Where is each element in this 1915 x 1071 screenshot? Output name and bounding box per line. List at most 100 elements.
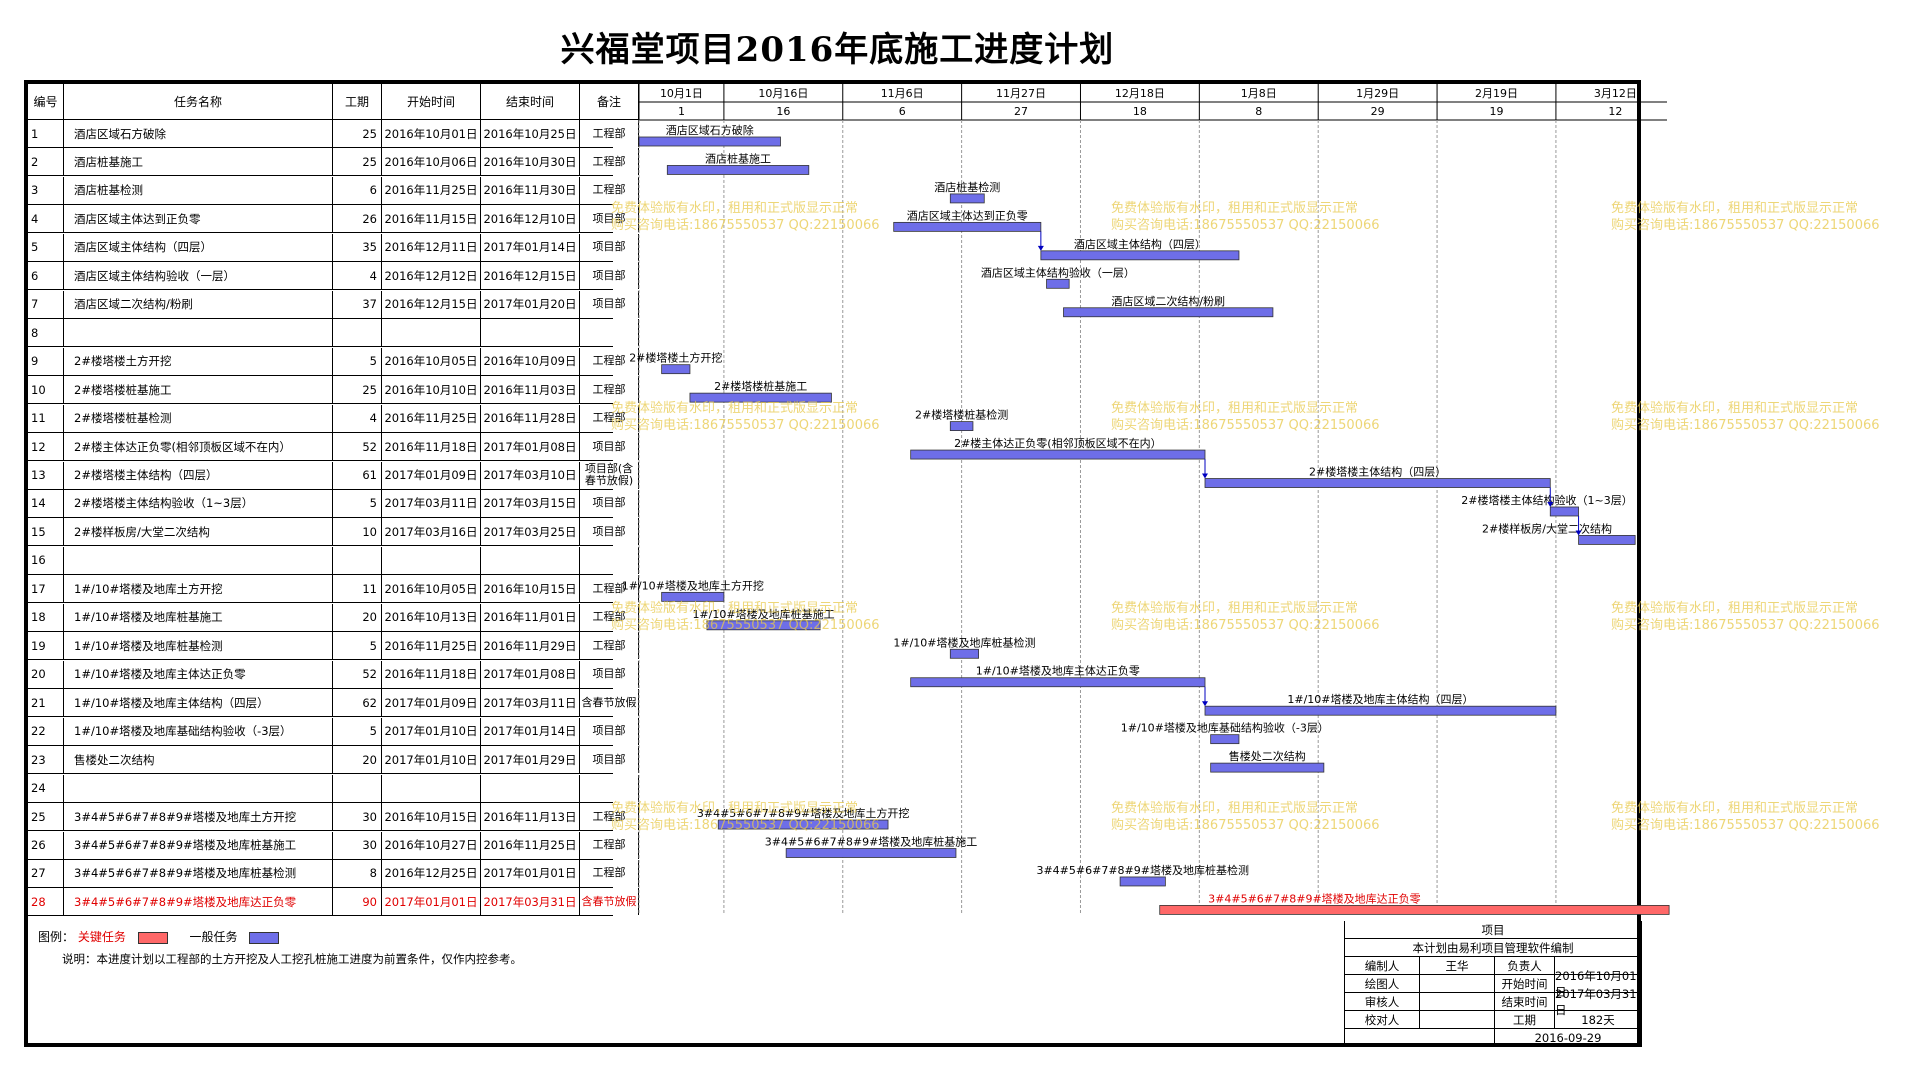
task-name: 酒店区域主体结构验收（一层）: [64, 262, 333, 290]
task-note: 工程部: [580, 803, 639, 831]
task-start: 2016年12月12日: [382, 262, 481, 290]
task-start: 2016年11月15日: [382, 205, 481, 233]
task-end: 2017年01月08日: [481, 660, 580, 688]
task-id: 10: [28, 376, 64, 404]
task-duration: 5: [333, 489, 382, 517]
task-note: 工程部: [580, 632, 639, 660]
task-start: 2016年10月27日: [382, 831, 481, 859]
task-duration: 25: [333, 120, 382, 147]
task-start: [382, 774, 481, 802]
task-bar-label: 售楼处二次结构: [1229, 749, 1306, 763]
task-bar-label: 2#楼塔楼桩基施工: [714, 379, 807, 393]
task-duration: 26: [333, 205, 382, 233]
info-checker-label: 校对人: [1345, 1011, 1420, 1029]
task-note: 项目部: [580, 290, 639, 318]
task-bar: [1040, 250, 1240, 261]
task-end: 2017年01月01日: [481, 859, 580, 887]
task-end: 2017年03月10日: [481, 461, 580, 489]
task-bar: [910, 677, 1206, 688]
task-id: 21: [28, 689, 64, 717]
table-row[interactable]: 16: [28, 546, 639, 575]
timescale-bottom-label: 29: [1371, 105, 1385, 118]
header-duration: 工期: [333, 84, 382, 120]
timescale-top-label: 10月1日: [660, 87, 703, 100]
task-bar-label: 1#/10#塔楼及地库主体结构（四层）: [1287, 692, 1473, 706]
timescale-top-label: 3月12日: [1594, 87, 1637, 100]
task-duration: 30: [333, 803, 382, 831]
task-id: 18: [28, 603, 64, 631]
task-note: [580, 774, 639, 802]
task-note: [580, 319, 639, 347]
task-id: 28: [28, 888, 64, 916]
task-name: 2#楼塔楼桩基检测: [64, 404, 333, 432]
legend-prefix: 图例：: [38, 930, 75, 944]
task-name: 2#楼主体达正负零(相邻顶板区域不在内）: [64, 433, 333, 461]
task-bar-label: 酒店区域二次结构/粉刷: [1111, 294, 1225, 308]
task-duration: 20: [333, 603, 382, 631]
table-row[interactable]: 8: [28, 319, 639, 348]
schedule-note: 说明：本进度计划以工程部的土方开挖及人工挖孔桩施工进度为前置条件，仅作内控参考。: [62, 952, 522, 966]
timescale-top-label: 12月18日: [1115, 87, 1165, 100]
task-duration: 25: [333, 376, 382, 404]
task-duration: 30: [333, 831, 382, 859]
task-id: 1: [28, 120, 64, 147]
task-start: 2016年11月25日: [382, 176, 481, 204]
task-bar-label: 酒店区域主体结构（四层）: [1074, 237, 1206, 251]
task-note: 工程部: [580, 603, 639, 631]
task-name: [64, 774, 333, 802]
header-id: 编号: [28, 84, 64, 120]
task-bar: [1549, 506, 1579, 517]
dependency-arrow: [1547, 501, 1554, 507]
task-bar: [666, 165, 810, 175]
task-note: [580, 546, 639, 574]
task-name: 酒店桩基施工: [64, 148, 333, 176]
task-duration: 5: [333, 347, 382, 375]
gantt-chart: 10月1日110月16日1611月6日611月27日2712月18日181月8日…: [622, 84, 1670, 915]
task-bar: [717, 819, 889, 830]
task-bar: [661, 364, 691, 375]
task-start: 2016年10月15日: [382, 803, 481, 831]
task-id: 24: [28, 774, 64, 802]
task-note: 工程部: [580, 831, 639, 859]
timescale-top-label: 1月29日: [1356, 87, 1399, 100]
task-start: 2016年11月18日: [382, 660, 481, 688]
info-drawer-label: 绘图人: [1345, 975, 1420, 993]
task-bar: [689, 392, 832, 403]
timescale-top-label: 2月19日: [1475, 87, 1518, 100]
task-end: 2017年01月08日: [481, 433, 580, 461]
info-duration-label: 工期: [1495, 1011, 1555, 1029]
task-start: [382, 546, 481, 574]
task-duration: 5: [333, 632, 382, 660]
task-duration: 52: [333, 433, 382, 461]
task-id: 6: [28, 262, 64, 290]
task-note: 工程部: [580, 176, 639, 204]
table-row[interactable]: 24: [28, 774, 639, 803]
task-name: 酒店区域主体达到正负零: [64, 205, 333, 233]
dependency-arrow: [1037, 245, 1044, 251]
